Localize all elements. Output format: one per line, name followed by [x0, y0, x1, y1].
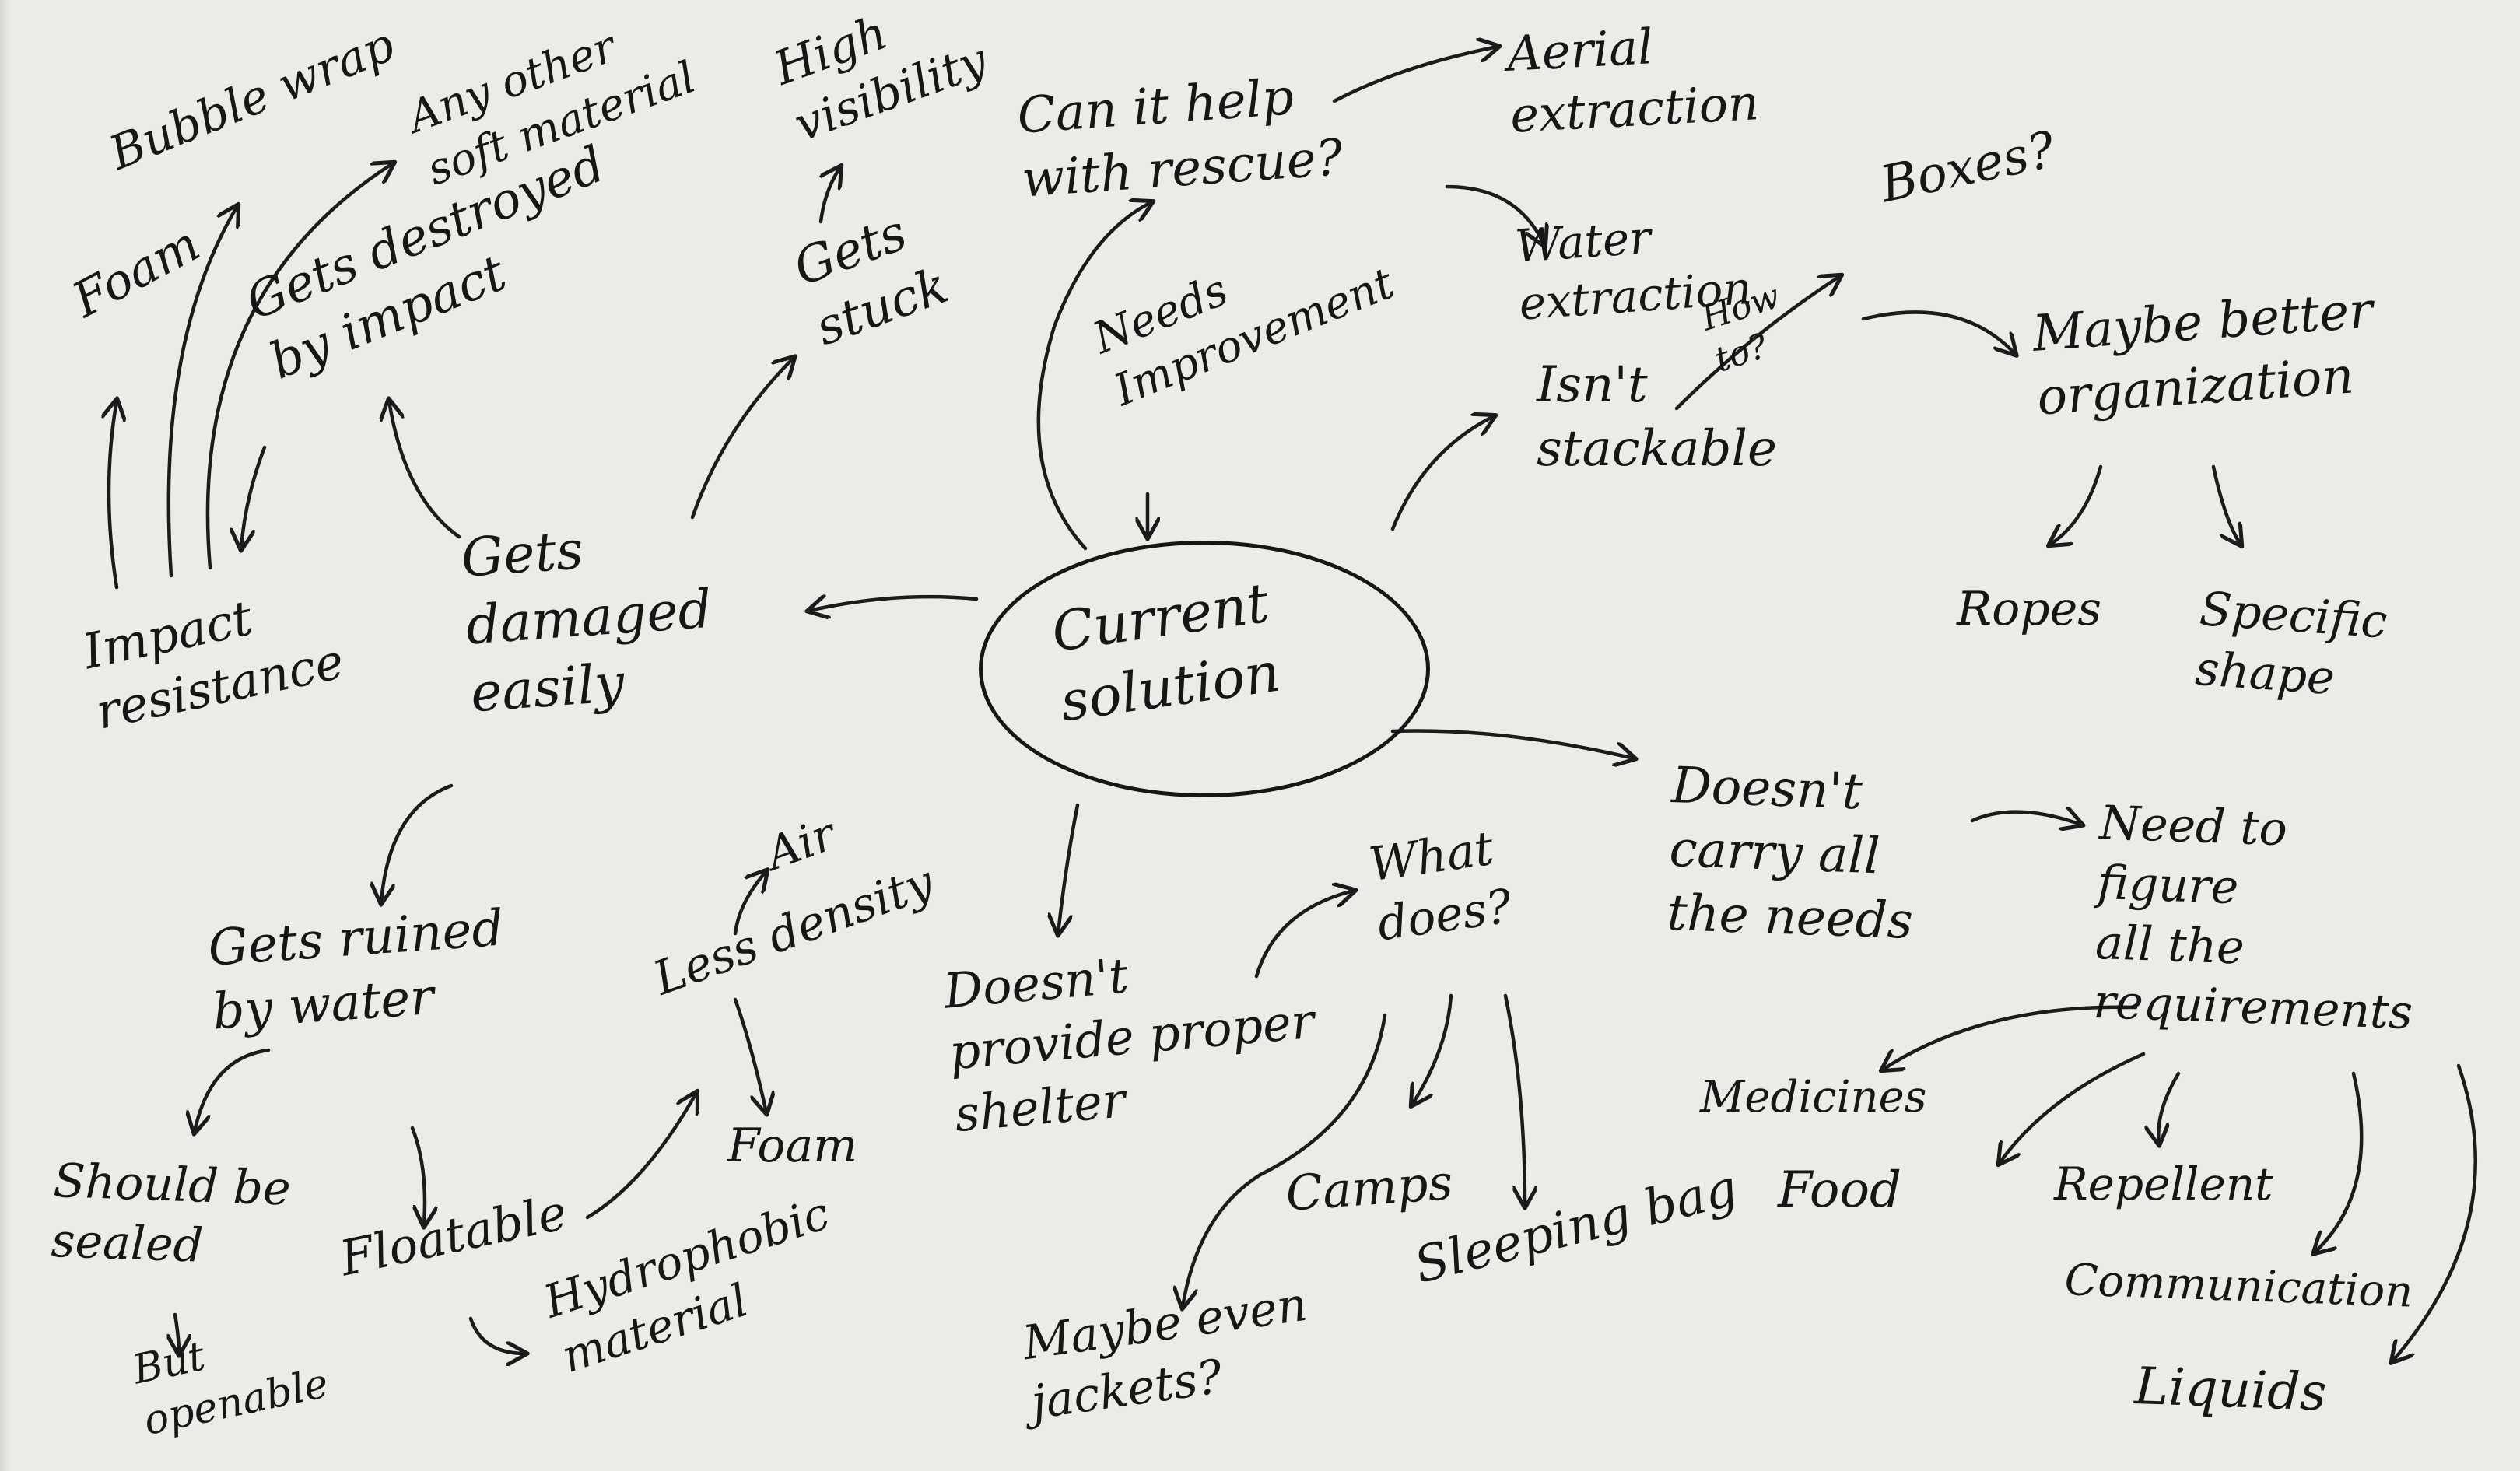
edge-maybe-better-organization-to-specific-shape [2211, 464, 2241, 545]
node-ropes: Ropes [1957, 582, 2102, 636]
node-food: Food [1778, 1161, 1901, 1219]
node-foam-2: Foam [727, 1119, 858, 1173]
node-liquids: Liquids [2133, 1355, 2328, 1423]
node-aerial-extraction: Aerial extraction [1505, 18, 1761, 145]
node-doesnt-carry-all-the-needs: Doesn't carry all the needs [1666, 756, 1914, 951]
edge-need-to-figure-all-the-requirements-to-medicines [1883, 1005, 2138, 1070]
edge-current-solution-to-doesnt-provide-proper-shelter [1058, 803, 1080, 933]
edge-current-solution-to-can-it-help-with-rescue [1036, 202, 1151, 551]
edge-less-density-to-air [733, 871, 766, 936]
edge-gets-damaged-easily-to-gets-stuck [690, 358, 794, 520]
edge-should-be-sealed-to-but-openable [175, 1312, 179, 1354]
node-isnt-stackable: Isn't stackable [1537, 356, 1777, 478]
edge-impact-resistance-to-foam-1 [109, 401, 117, 590]
center-node-ellipse [979, 541, 1430, 797]
edge-doesnt-provide-proper-shelter-to-what-does [1254, 891, 1354, 979]
node-need-to-figure-all-the-requirements: Need to figure all the requirements [2092, 795, 2414, 1041]
node-specific-shape: Specific shape [2193, 581, 2389, 706]
edge-gets-ruined-by-water-to-floatable [410, 1126, 425, 1225]
edge-maybe-better-organization-to-ropes [2050, 464, 2103, 545]
node-what-does: What does? [1365, 821, 1516, 952]
node-doesnt-provide-proper-shelter: Doesn't provide proper shelter [941, 947, 1317, 1143]
edge-doesnt-carry-all-the-needs-to-need-to-figure-all-the-requirements [1970, 812, 2081, 825]
edge-can-it-help-with-rescue-to-water-extraction [1445, 184, 1544, 245]
edge-need-to-figure-all-the-requirements-to-repellent [2158, 1071, 2181, 1144]
edge-gets-destroyed-by-impact-to-impact-resistance [241, 445, 267, 548]
node-gets-ruined-by-water: Gets ruined by water [206, 899, 506, 1042]
edge-what-does-to-sleeping-bag [1503, 993, 1525, 1206]
edge-current-solution-to-isnt-stackable [1390, 416, 1494, 531]
node-gets-damaged-easily: Gets damaged easily [459, 520, 714, 725]
edge-need-to-figure-all-the-requirements-to-food [2000, 1052, 2146, 1163]
node-camps: Camps [1284, 1154, 1455, 1222]
edge-what-does-to-camps [1412, 993, 1453, 1105]
sheet-edge [0, 0, 11, 1471]
edge-gets-damaged-easily-to-gets-ruined-by-water [381, 783, 454, 902]
edge-impact-resistance-to-bubble-wrap [166, 206, 237, 578]
node-maybe-better-organization: Maybe better organization [2031, 282, 2375, 427]
edge-gets-ruined-by-water-to-should-be-sealed [195, 1048, 271, 1132]
edge-current-solution-to-gets-damaged-easily [809, 597, 979, 611]
edge-what-does-to-maybe-even-jackets [1183, 1013, 1387, 1307]
edge-less-density-to-foam-2 [733, 997, 766, 1112]
node-can-it-help-with-rescue: Can it help with rescue? [1015, 68, 1345, 209]
edge-need-to-figure-all-the-requirements-to-liquids [2392, 1063, 2477, 1361]
edge-current-solution-to-doesnt-carry-all-the-needs [1390, 729, 1634, 758]
edge-how-to-to-maybe-better-organization [1861, 310, 2015, 354]
edge-need-to-figure-all-the-requirements-to-communication [2315, 1071, 2364, 1252]
node-medicines: Medicines [1700, 1072, 1927, 1123]
edge-gets-stuck-to-high-visibility [818, 167, 840, 224]
edge-can-it-help-with-rescue-to-aerial-extraction [1332, 47, 1498, 103]
edge-floatable-to-less-density [585, 1093, 696, 1220]
edge-floatable-to-hydrophobic-material [468, 1316, 525, 1354]
edge-gets-damaged-easily-to-gets-destroyed-by-impact [389, 401, 461, 539]
edge-isnt-stackable-to-boxes [1674, 276, 1840, 411]
node-repellent: Repellent [2054, 1158, 2273, 1210]
node-should-be-sealed: Should be sealed [50, 1153, 292, 1273]
edge-impact-resistance-to-any-other-soft-material [205, 163, 393, 570]
